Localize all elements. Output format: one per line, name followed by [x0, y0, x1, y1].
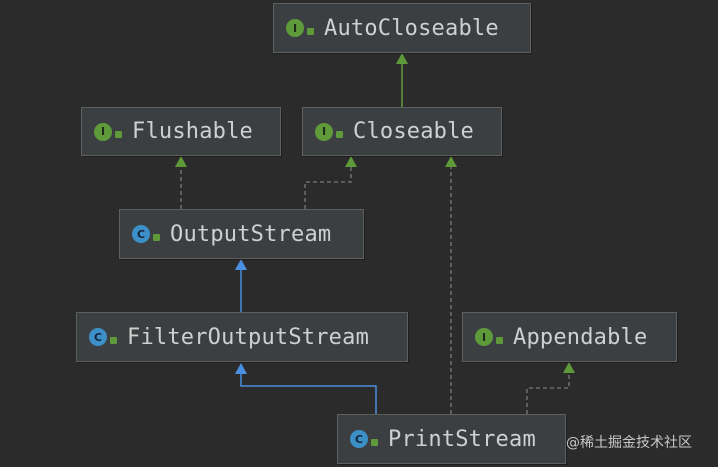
node-autocloseable[interactable]: I AutoCloseable	[273, 3, 531, 53]
class-icon: C	[89, 328, 107, 346]
node-label: Closeable	[353, 119, 475, 144]
node-label: Appendable	[513, 324, 648, 350]
node-printstream[interactable]: C PrintStream	[337, 414, 566, 464]
edge-printstream-to-appendable	[526, 362, 575, 414]
edge-printstream-to-filteroutputstream	[235, 363, 377, 414]
node-outputstream[interactable]: C OutputStream	[119, 209, 364, 259]
class-icon: C	[350, 430, 368, 448]
edge-printstream-to-closeable	[445, 156, 457, 414]
node-flushable[interactable]: I Flushable	[81, 107, 281, 156]
lock-icon	[153, 233, 160, 241]
node-label: FilterOutputStream	[127, 324, 370, 350]
lock-icon	[115, 131, 122, 138]
interface-icon: I	[286, 19, 304, 37]
edge-outputstream-to-flushable	[175, 156, 187, 209]
lock-icon	[307, 27, 314, 35]
lock-icon	[496, 336, 503, 344]
node-label: PrintStream	[388, 426, 536, 452]
interface-icon: I	[315, 122, 333, 141]
interface-icon: I	[94, 122, 112, 141]
lock-icon	[371, 438, 378, 446]
node-label: OutputStream	[170, 221, 332, 247]
edge-closeable-to-autocloseable	[396, 53, 408, 107]
edge-outputstream-to-closeable	[304, 156, 357, 209]
node-filteroutputstream[interactable]: C FilterOutputStream	[76, 312, 408, 362]
node-closeable[interactable]: I Closeable	[302, 107, 502, 156]
node-appendable[interactable]: I Appendable	[462, 312, 677, 362]
interface-icon: I	[475, 328, 493, 346]
node-label: Flushable	[132, 119, 254, 144]
node-label: AutoCloseable	[324, 15, 499, 41]
watermark: @稀土掘金技术社区	[566, 435, 692, 451]
class-icon: C	[132, 225, 150, 243]
edge-filteroutputstream-to-outputstream	[235, 259, 247, 312]
lock-icon	[336, 131, 343, 138]
lock-icon	[110, 336, 117, 344]
